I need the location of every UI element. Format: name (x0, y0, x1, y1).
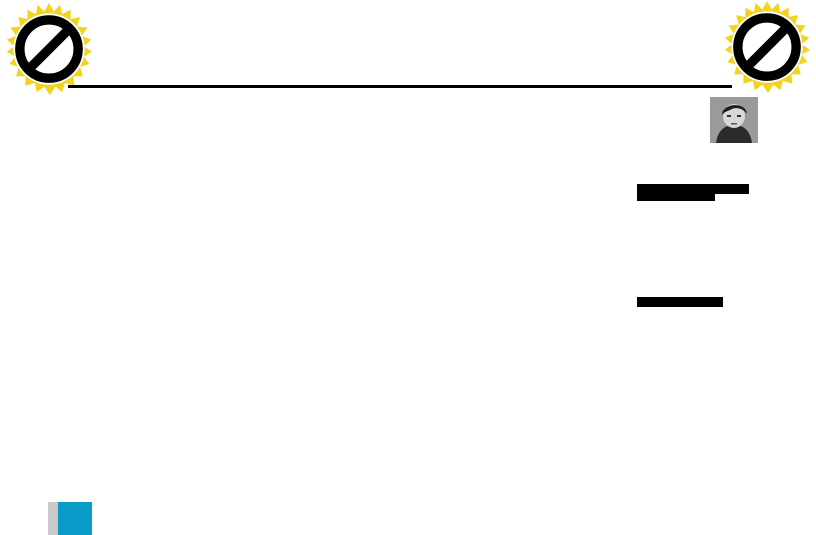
app-tile-icon (58, 502, 92, 535)
avatar[interactable] (710, 97, 758, 143)
prohibited-badge-right-graphic (724, 1, 811, 94)
prohibited-badge-left-graphic (6, 3, 93, 96)
user-photo-icon (710, 97, 758, 143)
prohibited-icon (2, 3, 96, 97)
prohibited-icon (720, 1, 814, 95)
header-divider (68, 85, 732, 88)
app-tile-button[interactable] (48, 502, 92, 535)
tile-edge (48, 502, 58, 535)
redacted-text-block (637, 194, 715, 201)
redacted-text-block (637, 297, 723, 307)
redacted-text-block (637, 184, 749, 194)
